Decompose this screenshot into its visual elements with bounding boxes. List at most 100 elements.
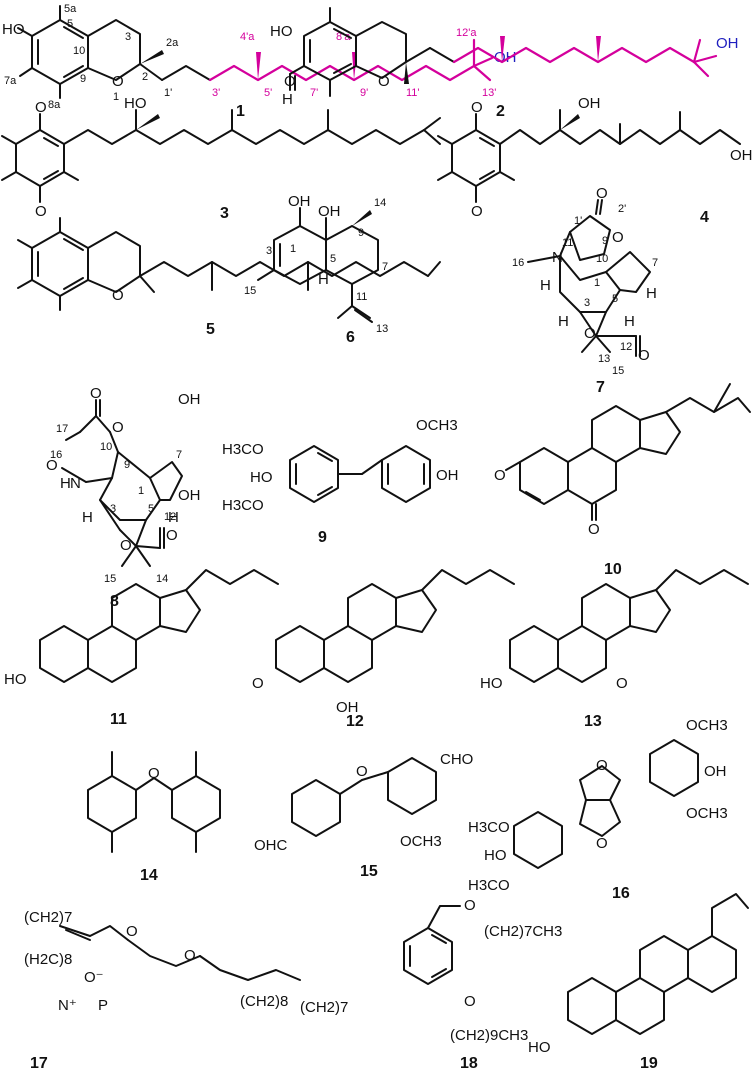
svg-text:15: 15 <box>612 365 624 377</box>
svg-text:(CH2)7: (CH2)7 <box>24 909 72 926</box>
compound-number-13: 13 <box>584 713 602 730</box>
svg-text:O: O <box>126 923 138 940</box>
svg-text:2': 2' <box>618 203 626 215</box>
svg-text:14: 14 <box>156 573 168 585</box>
svg-text:4'a: 4'a <box>240 31 255 43</box>
svg-text:14: 14 <box>374 197 386 209</box>
svg-text:OH: OH <box>716 35 739 52</box>
svg-text:O: O <box>284 73 296 90</box>
svg-text:5: 5 <box>612 293 618 305</box>
svg-text:9: 9 <box>124 459 130 471</box>
compound-6: OH OH H 1 14 9 7 5 3 15 11 13 6 <box>244 193 388 346</box>
svg-text:HO: HO <box>270 23 293 40</box>
svg-text:OH: OH <box>318 203 341 220</box>
svg-text:11: 11 <box>356 291 367 303</box>
svg-text:O: O <box>46 457 58 474</box>
compound-9: H3CO HO H3CO OCH3 OH 9 <box>222 417 459 546</box>
svg-text:3: 3 <box>110 503 116 515</box>
svg-text:12'a: 12'a <box>456 27 477 39</box>
svg-text:10: 10 <box>100 441 112 453</box>
svg-text:8a: 8a <box>48 99 61 111</box>
svg-text:5: 5 <box>330 253 336 265</box>
svg-text:O: O <box>471 203 483 220</box>
svg-text:1': 1' <box>574 215 582 227</box>
svg-text:16: 16 <box>512 257 524 269</box>
svg-text:9': 9' <box>360 87 368 99</box>
svg-text:9: 9 <box>358 227 364 239</box>
compound-number-18: 18 <box>460 1055 478 1072</box>
svg-text:OCH3: OCH3 <box>686 805 728 822</box>
svg-text:(CH2)7CH3: (CH2)7CH3 <box>484 923 562 940</box>
svg-text:H3CO: H3CO <box>468 877 510 894</box>
ring-oxygen-label: O <box>112 73 124 90</box>
svg-text:OH: OH <box>730 147 753 164</box>
svg-text:1: 1 <box>113 91 119 103</box>
svg-text:16: 16 <box>50 449 62 461</box>
compound-number-7: 7 <box>596 379 605 396</box>
svg-text:O: O <box>596 185 608 202</box>
svg-text:11': 11' <box>406 87 420 99</box>
svg-text:9: 9 <box>602 235 608 247</box>
compound-7: O O N O O H H H H 2' 1' 11 16 10 9 7 1 5… <box>512 185 658 396</box>
svg-text:H3CO: H3CO <box>222 497 264 514</box>
compound-number-8: 8 <box>110 593 119 610</box>
svg-text:O: O <box>584 325 596 342</box>
svg-text:10: 10 <box>596 253 608 265</box>
svg-text:O: O <box>471 99 483 116</box>
svg-text:(CH2)8: (CH2)8 <box>240 993 288 1010</box>
compound-1: HO O OH 5a 5 10 3 2a 7a 8a 9 1 2 1' 3' 4… <box>2 3 517 120</box>
compound-19: HO 19 <box>528 893 749 1072</box>
svg-text:15: 15 <box>104 573 116 585</box>
compound-number-2: 2 <box>496 103 505 120</box>
svg-text:H: H <box>318 271 329 288</box>
compound-number-10: 10 <box>604 561 622 578</box>
compound-2: HO H O O OH 2 <box>270 7 739 120</box>
svg-text:7a: 7a <box>4 75 17 87</box>
svg-text:N: N <box>552 249 563 266</box>
svg-text:O: O <box>596 835 608 852</box>
compound-10: O O 10 <box>494 383 751 578</box>
svg-text:O: O <box>588 521 600 538</box>
svg-text:O: O <box>464 897 476 914</box>
svg-text:5a: 5a <box>64 3 77 15</box>
svg-text:OH: OH <box>436 467 459 484</box>
svg-text:OCH3: OCH3 <box>686 717 728 734</box>
svg-text:2a: 2a <box>166 37 179 49</box>
svg-text:O: O <box>148 765 160 782</box>
compound-number-17: 17 <box>30 1055 48 1072</box>
svg-text:O: O <box>464 993 476 1010</box>
svg-text:(CH2)7: (CH2)7 <box>300 999 348 1016</box>
svg-text:O: O <box>166 527 178 544</box>
compound-number-11: 11 <box>110 711 127 728</box>
svg-text:P: P <box>98 997 108 1014</box>
svg-text:O: O <box>35 99 47 116</box>
svg-text:7': 7' <box>310 87 318 99</box>
svg-text:OH: OH <box>288 193 311 210</box>
compound-number-5: 5 <box>206 321 215 338</box>
svg-text:HO: HO <box>480 675 503 692</box>
svg-text:OH: OH <box>578 95 601 112</box>
svg-text:17: 17 <box>56 423 68 435</box>
compound-number-1: 1 <box>236 103 245 120</box>
svg-text:OH: OH <box>704 763 727 780</box>
svg-text:O: O <box>612 229 624 246</box>
terminal-hydroxyl-label: OH <box>494 49 517 66</box>
svg-text:CHO: CHO <box>440 751 473 768</box>
svg-text:10: 10 <box>73 45 85 57</box>
svg-text:O: O <box>35 203 47 220</box>
svg-text:H: H <box>558 313 569 330</box>
svg-text:13': 13' <box>482 87 496 99</box>
svg-text:1: 1 <box>594 277 600 289</box>
compound-11: HO 11 <box>4 569 279 728</box>
svg-text:(H2C)8: (H2C)8 <box>24 951 72 968</box>
compound-number-3: 3 <box>220 205 229 222</box>
svg-text:O: O <box>90 385 102 402</box>
svg-text:1: 1 <box>138 485 144 497</box>
compound-number-19: 19 <box>640 1055 658 1072</box>
hydroxyl-label: HO <box>2 21 25 38</box>
svg-text:1': 1' <box>164 87 172 99</box>
svg-text:13: 13 <box>376 323 388 335</box>
svg-text:O: O <box>252 675 264 692</box>
